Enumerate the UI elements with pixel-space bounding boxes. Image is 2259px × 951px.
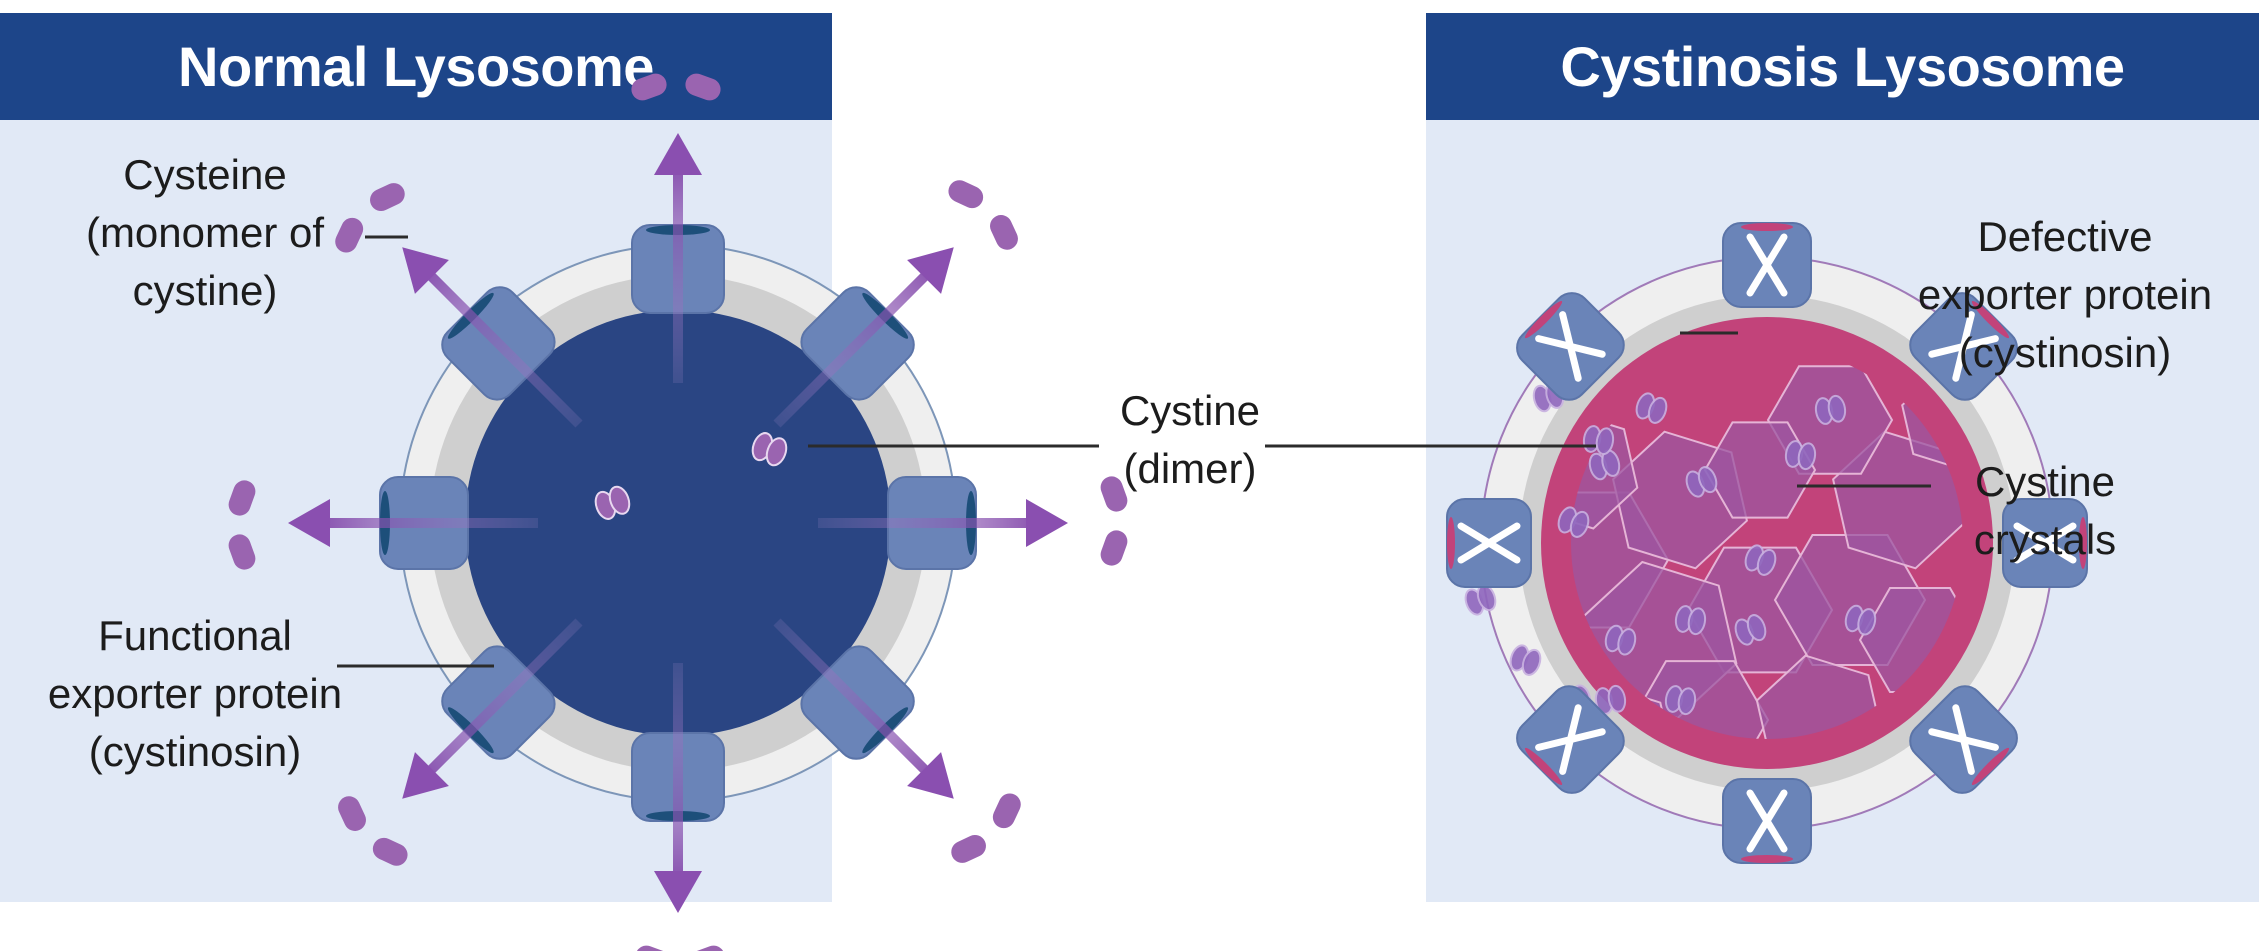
cystine-dimer (1557, 506, 1590, 538)
cystine-dimer (1814, 394, 1847, 425)
cystine-dimer (594, 485, 631, 520)
cystinosis-panel-title: Cystinosis Lysosome (1426, 13, 2259, 120)
export-arrow-icon (818, 499, 1068, 547)
functional-exporter (773, 180, 1018, 428)
defective-exporter (1516, 292, 1625, 401)
cystine-dimer (1594, 684, 1627, 715)
cysteine-monomer (635, 945, 725, 951)
normal-lysosome (228, 73, 1128, 951)
cystine-dimer (1664, 685, 1697, 716)
cystine-dimer (1509, 644, 1542, 676)
label-line: Defective (1977, 213, 2153, 260)
label-line: (cystinosin) (1958, 329, 2172, 376)
functional-exporter (631, 663, 725, 951)
label-line: exporter protein (1917, 271, 2213, 318)
cystine-dimer (1582, 425, 1615, 456)
label-line: Functional (98, 612, 292, 659)
cystine-dimer (1635, 392, 1668, 424)
cysteine-monomer (948, 180, 1018, 250)
cysteine-monomer (335, 183, 405, 253)
cysteine-monomer (631, 73, 721, 101)
label-line: exporter protein (47, 670, 343, 717)
cystine-crystal (1755, 654, 1885, 739)
cystine-dimer-label: Cystine (dimer) (1095, 382, 1285, 498)
functional-exporter (228, 476, 538, 570)
export-arrow-icon (654, 663, 702, 913)
defect-x-icon (1535, 704, 1606, 775)
cystine-dimer (1744, 544, 1777, 576)
defect-x-icon (1746, 233, 1788, 297)
export-arrow-icon (402, 618, 583, 799)
defect-x-icon (1535, 311, 1606, 382)
cystinosis-lysosome (1446, 222, 2088, 864)
label-line: (dimer) (1123, 445, 1257, 492)
cystine-dimer (751, 432, 788, 467)
label-line: cystine) (132, 267, 278, 314)
cysteine-label: Cysteine (monomer of cystine) (40, 146, 370, 320)
cysteine-monomer (338, 796, 408, 866)
cystine-dimer (1685, 466, 1718, 498)
cystine-dimer (1734, 614, 1767, 646)
export-arrow-icon (288, 499, 538, 547)
export-arrow-icon (402, 247, 583, 428)
defective-exporter (1909, 292, 2018, 401)
cystine-dimer (1844, 604, 1877, 636)
functional-exporter (631, 73, 725, 383)
defect-x-icon (1457, 522, 1521, 564)
defective-exporter (1516, 685, 1625, 794)
cystine-dimer (1588, 449, 1621, 481)
label-line: crystals (1973, 516, 2117, 563)
defective-exporter-label: Defective exporter protein (cystinosin) (1880, 208, 2250, 382)
functional-exporter (335, 183, 583, 428)
defective-exporter (1909, 685, 2018, 794)
defect-x-icon (1928, 704, 1999, 775)
export-arrow-icon (773, 247, 954, 428)
label-line: (cystinosin) (88, 728, 302, 775)
label-line: Cysteine (123, 151, 287, 198)
normal-panel-title: Normal Lysosome (0, 13, 832, 120)
defect-x-icon (2013, 522, 2077, 564)
functional-exporter (338, 618, 583, 866)
cysteine-monomer (228, 480, 256, 570)
cystine-dimer (1784, 440, 1817, 471)
label-line: (monomer of (85, 209, 325, 256)
label-line: Cystine (1974, 458, 2116, 505)
defect-x-icon (1928, 311, 1999, 382)
cystine-crystals-label: Cystine crystals (1935, 453, 2155, 569)
functional-exporter (773, 618, 1021, 863)
cystine-dimer (1674, 605, 1707, 636)
functional-exporter-label: Functional exporter protein (cystinosin) (10, 607, 380, 781)
cysteine-monomer (951, 793, 1021, 863)
export-arrow-icon (773, 618, 954, 799)
defective-exporter (1722, 778, 1812, 864)
export-arrow-icon (654, 133, 702, 383)
cysteine-monomer (1100, 476, 1128, 566)
defective-exporter (2002, 498, 2088, 588)
label-line: Cystine (1119, 387, 1261, 434)
cystine-dimer (1604, 624, 1637, 656)
defective-exporter (1446, 498, 1532, 588)
functional-exporter (818, 476, 1128, 570)
defective-exporter (1722, 222, 1812, 308)
defect-x-icon (1746, 789, 1788, 853)
